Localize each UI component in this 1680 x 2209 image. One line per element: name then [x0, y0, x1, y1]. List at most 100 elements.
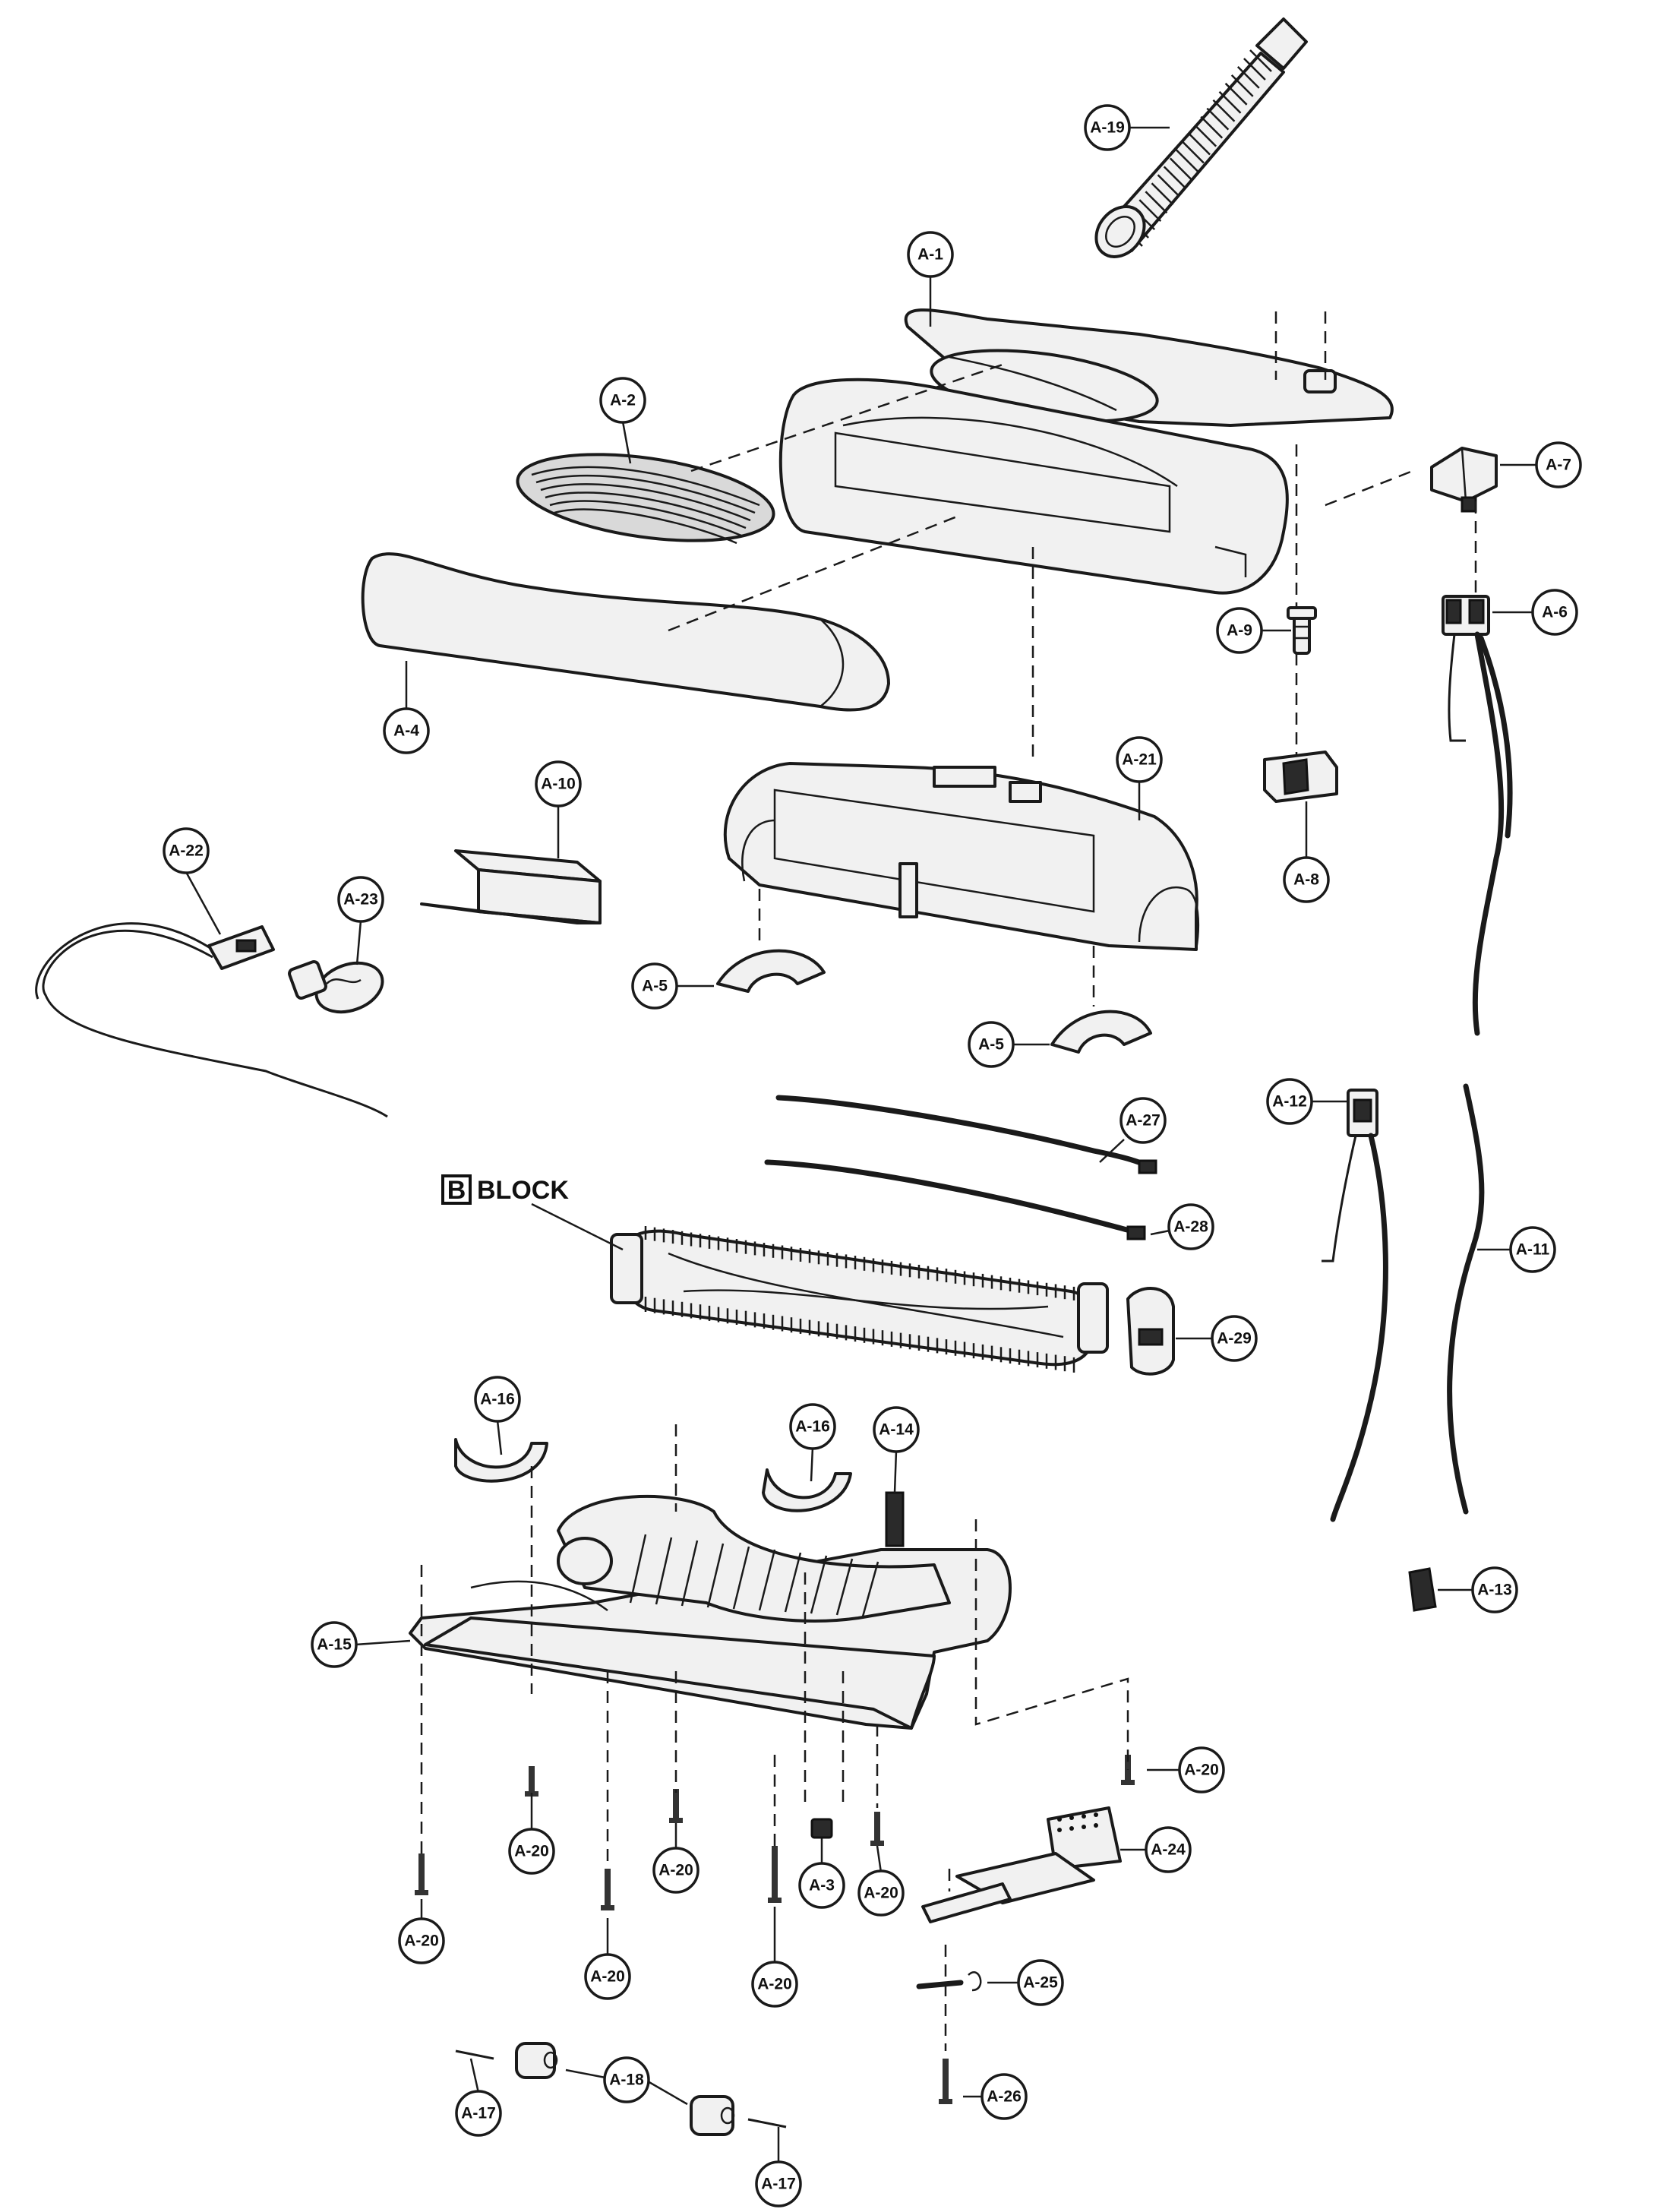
callout-a21: A-21: [1116, 736, 1163, 820]
switch-knob-part: [1430, 447, 1498, 513]
callout-a9: A-9: [1216, 607, 1291, 654]
hose-part: [1094, 17, 1308, 258]
callout-a20-far-left: A-20: [398, 1899, 445, 1964]
svg-text:A-14: A-14: [879, 1421, 914, 1439]
svg-text:A-5: A-5: [978, 1036, 1004, 1054]
cord-part: [1447, 1083, 1485, 1515]
svg-text:A-29: A-29: [1217, 1330, 1252, 1348]
callout-a5-left: A-5: [631, 962, 714, 1010]
callout-a4: A-4: [383, 661, 430, 754]
callout-a10: A-10: [535, 760, 582, 858]
callout-a20-mid-left: A-20: [508, 1793, 555, 1875]
callout-a6: A-6: [1492, 589, 1578, 636]
leader-lines: [420, 311, 1477, 2051]
callout-a11: A-11: [1477, 1226, 1556, 1273]
callout-a23: A-23: [337, 876, 384, 965]
svg-text:A-7: A-7: [1546, 457, 1571, 474]
bearing-clip-part: [454, 1438, 852, 1512]
svg-text:A-16: A-16: [795, 1418, 830, 1436]
svg-text:A-20: A-20: [658, 1862, 693, 1879]
callout-a25: A-25: [987, 1959, 1064, 2006]
wheel-axle-part: [455, 2042, 787, 2136]
brushroll-wire-part: [764, 1095, 1157, 1240]
callout-a20-right: A-20: [1147, 1746, 1225, 1793]
callout-a29: A-29: [1176, 1315, 1258, 1362]
switch-part: [1442, 595, 1513, 1036]
svg-text:A-8: A-8: [1293, 871, 1319, 889]
connector-part: [1322, 1089, 1388, 1522]
callout-a24: A-24: [1120, 1826, 1192, 1873]
bearing-cap-part: [716, 949, 1152, 1054]
svg-text:A-22: A-22: [169, 842, 204, 860]
svg-text:A-25: A-25: [1023, 1974, 1058, 1992]
callout-a27: A-27: [1099, 1097, 1167, 1163]
callout-a8: A-8: [1283, 801, 1330, 903]
svg-text:A-27: A-27: [1126, 1112, 1161, 1130]
svg-text:A-20: A-20: [590, 1968, 625, 1986]
block-b-label: B BLOCK: [441, 1174, 624, 1251]
callout-a20-center: A-20: [652, 1823, 699, 1894]
callout-a12: A-12: [1266, 1078, 1348, 1125]
light-bulb-part: [288, 960, 384, 1014]
bumper-part: [361, 552, 890, 712]
svg-text:A-26: A-26: [987, 2088, 1022, 2106]
block-letter: B: [447, 1176, 466, 1205]
light-plate-part: [420, 849, 602, 924]
base-plate-part: [409, 1494, 1012, 1730]
callout-a26: A-26: [963, 2073, 1028, 2120]
svg-text:A-10: A-10: [541, 776, 576, 793]
hood-frame-part: [723, 762, 1199, 951]
svg-text:A-17: A-17: [461, 2105, 496, 2122]
callout-a18: A-18: [565, 2056, 688, 2106]
svg-text:A-18: A-18: [609, 2072, 644, 2089]
callout-a20-right-small: A-20: [857, 1845, 905, 1917]
callout-a1: A-1: [907, 231, 954, 327]
bracket-part: [1263, 751, 1338, 803]
svg-text:A-1: A-1: [917, 246, 943, 264]
block-word: BLOCK: [477, 1176, 569, 1205]
callout-a20-lower-center: A-20: [584, 1918, 631, 2000]
svg-text:A-21: A-21: [1122, 751, 1157, 769]
svg-text:A-13: A-13: [1477, 1582, 1512, 1599]
brushroll-part: [610, 1226, 1109, 1373]
svg-text:A-11: A-11: [1516, 1241, 1550, 1259]
svg-text:A-6: A-6: [1542, 604, 1568, 621]
callout-a16-left: A-16: [474, 1376, 521, 1455]
callout-a13: A-13: [1438, 1566, 1518, 1613]
callout-a22: A-22: [163, 827, 222, 935]
pedal-spring-part: [916, 1971, 982, 1992]
small-clip-part: [810, 1818, 833, 1839]
svg-text:A-20: A-20: [757, 1976, 792, 1993]
svg-text:A-12: A-12: [1272, 1093, 1307, 1111]
callout-a7: A-7: [1500, 441, 1582, 488]
callout-a14: A-14: [873, 1406, 920, 1493]
callout-a5-right: A-5: [968, 1021, 1050, 1068]
svg-text:A-2: A-2: [610, 392, 636, 409]
svg-text:A-19: A-19: [1090, 119, 1125, 137]
svg-text:A-20: A-20: [864, 1885, 898, 1902]
svg-text:A-9: A-9: [1227, 622, 1252, 640]
svg-text:A-5: A-5: [642, 978, 668, 995]
end-cap-part: [1126, 1287, 1175, 1376]
svg-text:A-24: A-24: [1151, 1841, 1186, 1859]
svg-text:A-4: A-4: [393, 722, 419, 740]
svg-text:A-28: A-28: [1173, 1218, 1208, 1236]
svg-text:A-15: A-15: [317, 1636, 352, 1654]
callout-a3: A-3: [798, 1838, 845, 1909]
callout-a28: A-28: [1150, 1203, 1214, 1250]
callout-a17-left: A-17: [455, 2058, 502, 2137]
svg-text:A-16: A-16: [480, 1391, 515, 1408]
hood-body-part: [778, 378, 1289, 595]
screw-part: [1287, 606, 1317, 655]
callout-a17-right: A-17: [755, 2127, 802, 2207]
svg-text:A-20: A-20: [1184, 1762, 1219, 1779]
svg-text:A-3: A-3: [809, 1877, 835, 1895]
callout-a15: A-15: [311, 1621, 411, 1668]
filter-grill-part: [516, 453, 775, 545]
svg-text:A-17: A-17: [761, 2176, 796, 2193]
callout-a16-right: A-16: [789, 1403, 836, 1482]
callout-a19: A-19: [1084, 104, 1170, 151]
wire-nut-part: [1408, 1567, 1437, 1612]
light-socket-wire-part: [35, 922, 388, 1118]
